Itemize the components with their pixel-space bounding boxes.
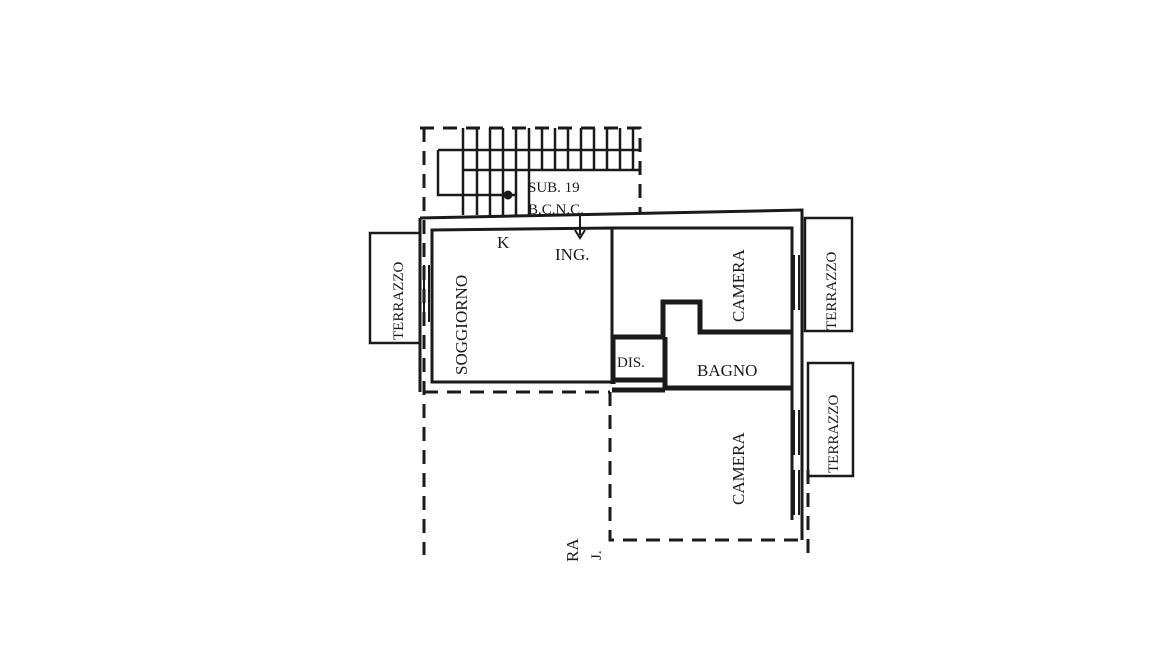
dis-label: DIS.: [617, 355, 645, 371]
cut-mark: J.: [589, 550, 605, 560]
ing-label: ING.: [555, 245, 589, 264]
sub-label: SUB. 19: [528, 180, 580, 196]
bagno-walls: [610, 299, 792, 393]
staircase: [436, 128, 640, 215]
terrazzo-right-top: [803, 216, 854, 333]
terrazzo-left-label: TERRAZZO: [391, 262, 407, 340]
bcnc-label: B.C.N.C.: [528, 202, 584, 218]
stair-arrow-icon: [503, 190, 513, 200]
cut-label: RA: [563, 538, 582, 562]
terrazzo-right-top-label: TERRAZZO: [824, 252, 840, 330]
terrazzo-right-bottom: [806, 361, 855, 478]
camera-bottom-label: CAMERA: [729, 432, 748, 505]
camera-top-label: CAMERA: [729, 249, 748, 322]
windows: [423, 255, 800, 515]
dashed-boundary: [420, 126, 810, 558]
bagno-label: BAGNO: [697, 361, 757, 380]
entrance-arrow-icon: [574, 215, 586, 240]
terrazzo-right-bottom-label: TERRAZZO: [826, 395, 842, 473]
k-label: K: [497, 233, 510, 252]
terrazzo-left: [368, 231, 422, 345]
soggiorno-label: SOGGIORNO: [452, 275, 471, 375]
